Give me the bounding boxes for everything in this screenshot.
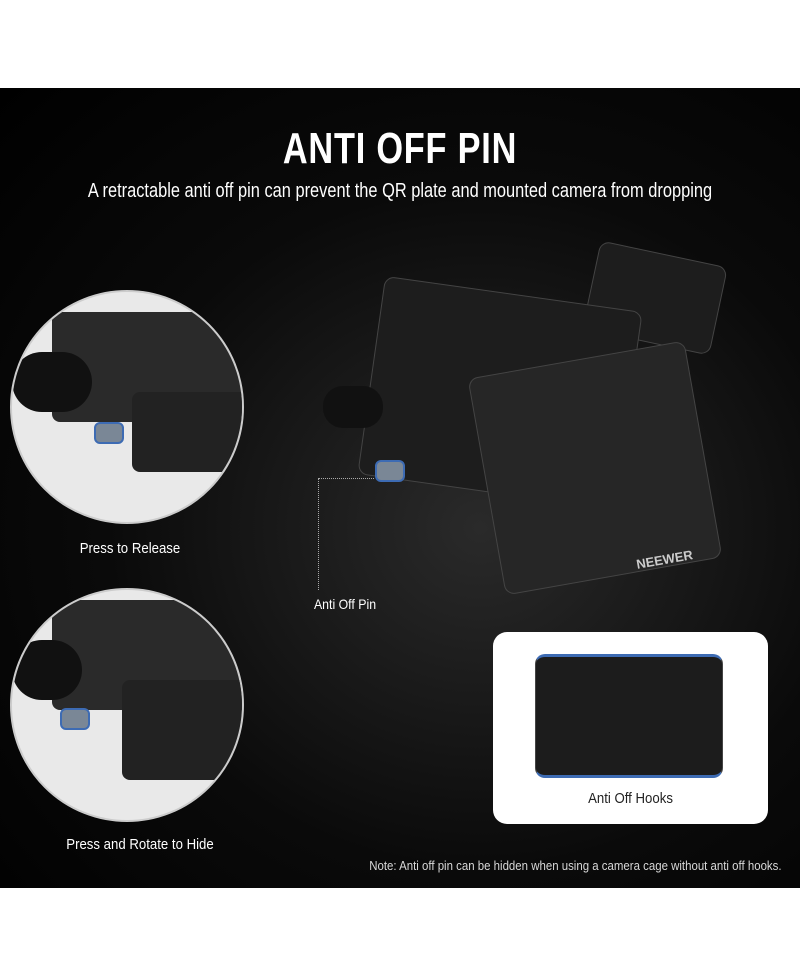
anti-off-hooks-inset: Anti Off Hooks (493, 632, 768, 824)
step-release-image (10, 290, 244, 524)
anti-off-pin-knob (94, 422, 124, 444)
anti-off-pin-knob (60, 708, 90, 730)
product-banner: ANTI OFF PIN A retractable anti off pin … (0, 88, 800, 888)
qr-plate-bottom (535, 654, 723, 778)
clamp-knob (323, 386, 383, 428)
footnote: Note: Anti off pin can be hidden when us… (369, 858, 782, 873)
step-hide-image (10, 588, 244, 822)
banner-title: ANTI OFF PIN (282, 124, 518, 173)
step-hide-caption: Press and Rotate to Hide (66, 836, 214, 853)
callout-line (318, 478, 374, 590)
banner-subtitle: A retractable anti off pin can prevent t… (87, 180, 713, 202)
inset-caption: Anti Off Hooks (588, 790, 673, 807)
anti-off-pin (375, 460, 405, 482)
step-release-caption: Press to Release (79, 540, 181, 557)
anti-off-pin-label: Anti Off Pin (313, 596, 377, 612)
